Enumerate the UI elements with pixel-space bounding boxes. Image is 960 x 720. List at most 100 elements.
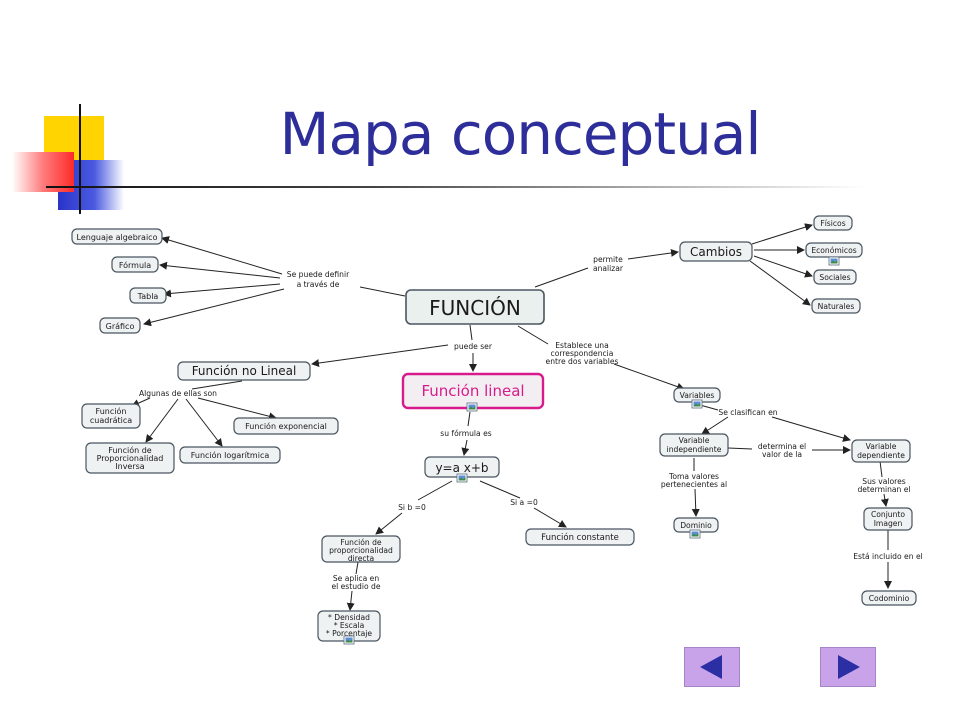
edge-definir-lenguaje bbox=[161, 236, 283, 275]
image-attachment-icon[interactable] bbox=[343, 635, 355, 645]
svg-text:Función logarítmica: Función logarítmica bbox=[191, 450, 270, 460]
label-esta-incluido: Está incluido en el bbox=[853, 552, 923, 561]
svg-text:Variable: Variable bbox=[866, 442, 897, 451]
node-grafico: Gráfico bbox=[99, 317, 141, 334]
svg-text:Imagen: Imagen bbox=[874, 519, 903, 528]
edge-definir-grafico bbox=[143, 288, 285, 327]
label-toma-valores-2: pertenecientes al bbox=[661, 480, 727, 489]
edge-funcion-definir bbox=[359, 286, 406, 297]
edge-cambios-fisicos bbox=[751, 223, 813, 245]
node-variable-independiente: Variable independiente bbox=[659, 433, 729, 457]
edges bbox=[131, 223, 892, 611]
label-puede-ser: puede ser bbox=[454, 342, 493, 351]
node-codominio: Codominio bbox=[861, 590, 917, 606]
previous-slide-button[interactable] bbox=[684, 647, 740, 687]
svg-text:Función constante: Función constante bbox=[541, 532, 619, 543]
slide-title: Mapa conceptual bbox=[279, 100, 761, 168]
svg-text:Función exponencial: Función exponencial bbox=[245, 421, 327, 431]
svg-text:Función lineal: Función lineal bbox=[421, 382, 524, 400]
label-sus-valores-2: determinan el bbox=[857, 485, 910, 494]
svg-text:Variables: Variables bbox=[680, 391, 715, 400]
svg-text:Función de: Función de bbox=[340, 538, 382, 547]
image-attachment-icon[interactable] bbox=[828, 256, 840, 266]
label-si-b: Si b =0 bbox=[398, 503, 426, 512]
node-cambios: Cambios bbox=[679, 241, 753, 262]
arrow-right-icon bbox=[838, 655, 860, 679]
svg-text:Dominio: Dominio bbox=[680, 521, 712, 530]
svg-text:Codominio: Codominio bbox=[869, 594, 910, 603]
node-fisicos: Físicos bbox=[813, 215, 853, 231]
svg-text:Físicos: Físicos bbox=[820, 219, 845, 228]
image-attachment-icon[interactable] bbox=[689, 529, 701, 539]
svg-text:* Densidad: * Densidad bbox=[328, 613, 370, 622]
node-tabla: Tabla bbox=[129, 287, 167, 304]
deco-horizontal-line bbox=[46, 186, 866, 188]
label-establece-3: entre dos variables bbox=[546, 357, 619, 366]
svg-text:directa: directa bbox=[348, 554, 374, 563]
svg-text:Tabla: Tabla bbox=[137, 292, 159, 301]
label-sus-valores-1: Sus valores bbox=[862, 477, 906, 486]
label-si-a: Si a =0 bbox=[510, 498, 538, 507]
node-naturales: Naturales bbox=[811, 298, 861, 314]
edge-formula-ecuacion bbox=[461, 439, 470, 456]
edge-algunas-exponencial bbox=[197, 397, 277, 421]
label-toma-valores-1: Toma valores bbox=[668, 472, 719, 481]
edge-susvalores-imagen bbox=[880, 493, 889, 507]
edge-funcion-puedeser bbox=[469, 324, 473, 341]
label-se-aplica-1: Se aplica en bbox=[333, 574, 380, 583]
edge-clasifican-independiente bbox=[701, 416, 729, 435]
node-funcion-constante: Función constante bbox=[525, 528, 635, 546]
node-ecuacion: y=a x+b bbox=[424, 456, 500, 478]
svg-text:Proporcionalidad: Proporcionalidad bbox=[97, 454, 164, 463]
svg-text:Fórmula: Fórmula bbox=[119, 260, 151, 270]
link-labels: Se puede definir a través de permite ana… bbox=[139, 255, 923, 591]
label-establece-2: correspondencia bbox=[551, 349, 614, 358]
label-su-formula: su fórmula es bbox=[440, 429, 492, 438]
edge-directa-seaplica bbox=[355, 561, 359, 575]
node-sociales: Sociales bbox=[813, 269, 857, 285]
image-attachment-icon[interactable] bbox=[456, 473, 468, 483]
next-slide-button[interactable] bbox=[820, 647, 876, 687]
edge-ecuacion-sia bbox=[479, 480, 521, 499]
edge-definir-formula bbox=[159, 261, 281, 279]
node-funcion-inversa: Función de Proporcionalidad Inversa bbox=[85, 442, 175, 474]
svg-text:* Escala: * Escala bbox=[334, 621, 365, 630]
node-economicos: Económicos bbox=[805, 242, 863, 258]
edge-definir-tabla bbox=[163, 283, 281, 298]
nodes: FUNCIÓN Lenguaje algebraico Fórmula Tabl… bbox=[71, 215, 917, 645]
svg-text:proporcionalidad: proporcionalidad bbox=[329, 546, 393, 555]
edge-permite-cambios bbox=[627, 249, 679, 260]
svg-text:cuadrática: cuadrática bbox=[90, 416, 132, 425]
svg-text:Función no Lineal: Función no Lineal bbox=[192, 364, 297, 378]
edge-cambios-sociales bbox=[753, 255, 813, 278]
edge-sia-constante bbox=[533, 507, 567, 528]
svg-text:Económicos: Económicos bbox=[811, 246, 856, 255]
svg-text:Función de: Función de bbox=[108, 445, 152, 455]
label-se-clasifican: Se clasifican en bbox=[718, 408, 777, 417]
node-funcion-exponencial: Función exponencial bbox=[233, 417, 339, 435]
svg-text:Inversa: Inversa bbox=[115, 462, 145, 471]
edge-seaplica-aplicaciones bbox=[346, 590, 355, 611]
label-se-puede-definir-2: a través de bbox=[297, 280, 340, 289]
svg-text:dependiente: dependiente bbox=[857, 451, 905, 460]
svg-text:Lenguaje algebraico: Lenguaje algebraico bbox=[77, 233, 158, 242]
edge-dep-susvalores bbox=[879, 460, 883, 478]
image-attachment-icon[interactable] bbox=[466, 402, 478, 412]
svg-text:Variable: Variable bbox=[679, 436, 710, 445]
edge-funcion-permite bbox=[534, 267, 589, 288]
edge-ecuacion-sib bbox=[417, 480, 453, 501]
node-conjunto-imagen: Conjunto Imagen bbox=[863, 507, 913, 531]
node-lenguaje-algebraico: Lenguaje algebraico bbox=[71, 228, 163, 245]
edge-lineal-formula bbox=[467, 411, 471, 427]
label-determina-1: determina el bbox=[758, 442, 806, 451]
svg-text:independiente: independiente bbox=[667, 445, 722, 454]
edge-cambios-naturales bbox=[749, 260, 811, 306]
svg-text:Naturales: Naturales bbox=[818, 302, 855, 311]
image-attachment-icon[interactable] bbox=[691, 399, 703, 409]
svg-text:Sociales: Sociales bbox=[819, 273, 850, 282]
edge-funcion-establece bbox=[517, 325, 549, 345]
edge-algunas-inversa bbox=[145, 398, 179, 443]
arrow-left-icon bbox=[700, 655, 722, 679]
edge-variables-clasifican bbox=[699, 404, 719, 411]
node-funcion-logaritmica: Función logarítmica bbox=[179, 446, 281, 464]
